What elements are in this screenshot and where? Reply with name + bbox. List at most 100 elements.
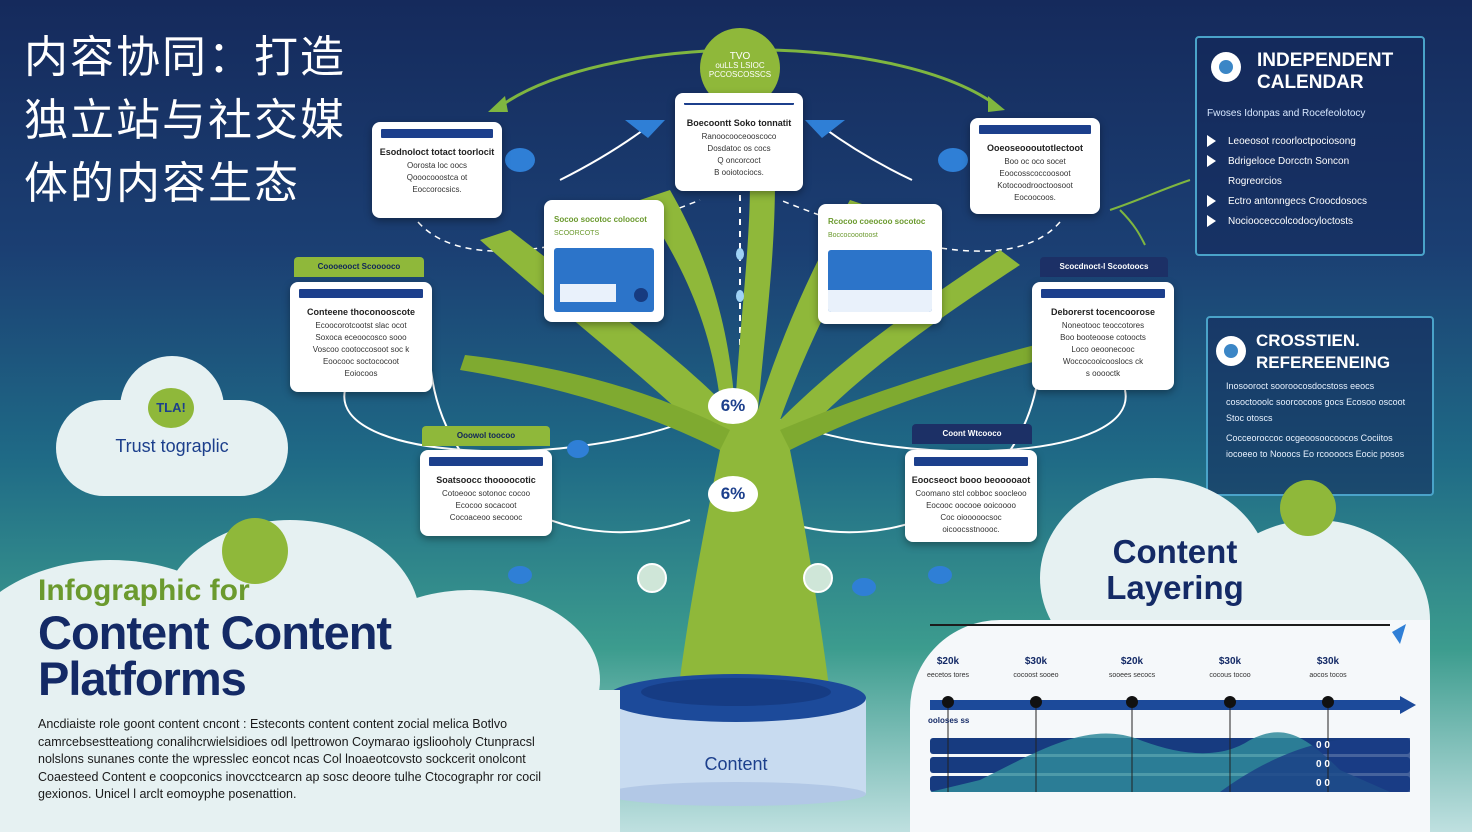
top-badge-line2: ouLLS LSIOC [715, 61, 765, 70]
card-left-mid: Conteene thoconooscote Ecoocorotcootst s… [290, 282, 432, 392]
title-block: Infographic for Content Content Platform… [38, 572, 518, 702]
timeline-label: $30k [1218, 656, 1242, 667]
card-line: Eocoocoos. [1014, 193, 1056, 202]
card-line: Qooocooostca ot [406, 173, 468, 182]
panel-cross-referencing: CROSSTIEN. REFEREENEING Inosooroct sooro… [1206, 316, 1434, 496]
area-wave-dark [1220, 738, 1410, 792]
timeline-axis [930, 700, 1400, 710]
card-line: Dosdatoc os cocs [707, 144, 771, 153]
card-line: Coomano stcl cobboc soocleoo [915, 489, 1027, 498]
row-number: 0 0 [1316, 759, 1330, 770]
title-line3: Platforms [38, 652, 247, 705]
card-left-screen: Socoo socotoc coloocot SCOORCOTS [544, 200, 664, 322]
base-platform [606, 674, 866, 806]
arrow-blue-left [625, 120, 665, 138]
chinese-title: 内容协同：打造独立站与社交媒体的内容生态 [24, 32, 346, 209]
calendar-item: Bdrigeloce Dorcctn Soncon [1207, 152, 1367, 172]
branch-right [780, 345, 1040, 450]
panel-cross-para1: Inosooroct sooroocosdocstoss eeocs cosoc… [1226, 381, 1406, 423]
card-line: Eoiocoos [344, 369, 378, 378]
tag-left-bottom: Ooowol toocoo [422, 426, 550, 446]
card-title: Rcocoo coeocoo socotoc [828, 217, 926, 226]
card-line: Soxoca eceoocosco sooo [315, 333, 407, 342]
card-line: Boccocoootoost [828, 232, 878, 239]
card-right-bottom: Eoocseoct booo beooooaot Coomano stcl co… [905, 450, 1037, 542]
timeline-label: $30k [1024, 656, 1048, 667]
card-right-screen: Rcocoo coeocoo socotoc Boccocoootoost [818, 204, 942, 324]
calendar-icon [1211, 52, 1241, 82]
card-title: Deborerst tocencoorose [1050, 307, 1156, 317]
panel-calendar-subtitle: Fwoses Idonpas and Rocefeolotocy [1207, 108, 1366, 119]
chat-bubble-icon [928, 566, 952, 584]
panel-calendar-head1: INDEPENDENT [1257, 50, 1394, 71]
card-line: Eoocooc soctococoot [322, 357, 400, 366]
line-calendar [1109, 179, 1191, 211]
card-line: s ooooctk [1085, 369, 1121, 378]
green-dot [1280, 480, 1336, 536]
arc-arrow-left [488, 96, 508, 112]
card-title: Boecoontt Soko tonnatit [686, 118, 792, 128]
axis-label: ooloses ss [928, 716, 970, 725]
tag-right-mid: Scocdnoct-l Scootoocs [1040, 257, 1168, 277]
water-drop-icon [736, 290, 744, 302]
link-icon [1216, 336, 1246, 366]
card-right-mid: Deborerst tocencoorose Noneotooc teoccot… [1032, 282, 1174, 390]
timeline-sublabel: sooees secocs [1108, 672, 1156, 679]
panel-cross-para2: Cocceoroccoc ocgeoosoocoocos Cociitos io… [1226, 433, 1405, 459]
timeline-dot [1126, 696, 1138, 708]
timeline-sublabel: cocous tocoo [1209, 672, 1251, 679]
branch-left [460, 355, 730, 450]
timeline-dot [1224, 696, 1236, 708]
green-dot [222, 518, 288, 584]
timeline-label: $20k [936, 656, 960, 667]
percent-top: 6% [708, 388, 758, 424]
screen-mockup [554, 248, 654, 312]
trust-badge: TLA! [148, 388, 194, 428]
card-line: Boo booteoose cotoocts [1060, 333, 1146, 342]
timeline-sublabel: cocoost sooeo [1013, 672, 1059, 679]
card-left-top: Esodnoloct totact toorlocit Oorosta loc … [372, 122, 502, 218]
timeline-dot [1030, 696, 1042, 708]
arrow-blue-right [805, 120, 845, 138]
chat-bubble-icon [852, 578, 876, 596]
timeline-dot [1322, 696, 1334, 708]
description: Ancdiaiste role goont content cncont : E… [38, 717, 542, 801]
card-line: Eoocosscoccoosoot [999, 169, 1071, 178]
card-title: Conteene thoconooscote [306, 307, 415, 317]
water-drop-icon [736, 248, 744, 260]
card-line: Ecoocorotcootst slac ocot [315, 321, 407, 330]
card-line: Oorosta loc oocs [406, 161, 468, 170]
layering-title: Content Layering [1100, 534, 1250, 606]
cloud-base [0, 690, 620, 832]
card-line: Kotocoodrooctoosoot [997, 181, 1073, 190]
card-line: Ecocoo socacoot [455, 501, 517, 510]
calendar-item: Leoeosot rcoorloctpociosong [1207, 132, 1367, 152]
chat-bubble-icon [567, 440, 589, 458]
card-line: B ooiotociocs. [714, 168, 764, 177]
panel-cross-head1: CROSSTIEN. [1256, 331, 1360, 350]
card-title: Socoo socotoc coloocot [554, 215, 647, 224]
row-number: 0 0 [1316, 778, 1330, 789]
panel-calendar-head2: CALENDAR [1257, 72, 1364, 93]
chat-bubble-icon [938, 148, 968, 172]
timeline-marker [1392, 624, 1406, 644]
percent-bottom: 6% [708, 476, 758, 512]
card-line: Loco oeoonecooc [1071, 345, 1135, 354]
card-left-bottom: Soatsoocc thoooocotic Cotoeooc sotonoc c… [420, 450, 552, 536]
arc-arrow-right [988, 96, 1005, 112]
trust-label: Trust tograplic [115, 436, 229, 456]
chat-bubble-icon [508, 566, 532, 584]
layering-line1: Content [1112, 533, 1238, 570]
card-line: Voscoo cootoccosoot soc k [312, 345, 410, 354]
card-center-top: Boecoontt Soko tonnatit Ranoocooceooscoc… [675, 93, 803, 191]
card-line: SCOORCOTS [554, 230, 600, 237]
card-line: oicoocsstnoooc. [942, 525, 1000, 534]
card-line: Ranoocooceooscoco [701, 132, 777, 141]
card-line: Cotoeooc sotonoc cocoo [441, 489, 531, 498]
calendar-item: Rogreorcios [1228, 176, 1282, 187]
calendar-item: Ectro antonngecs Croocdosocs [1207, 192, 1367, 212]
card-title: Esodnoloct totact toorlocit [379, 147, 495, 157]
row-number: 0 0 [1316, 740, 1330, 751]
line-calendar-down [1119, 209, 1146, 246]
